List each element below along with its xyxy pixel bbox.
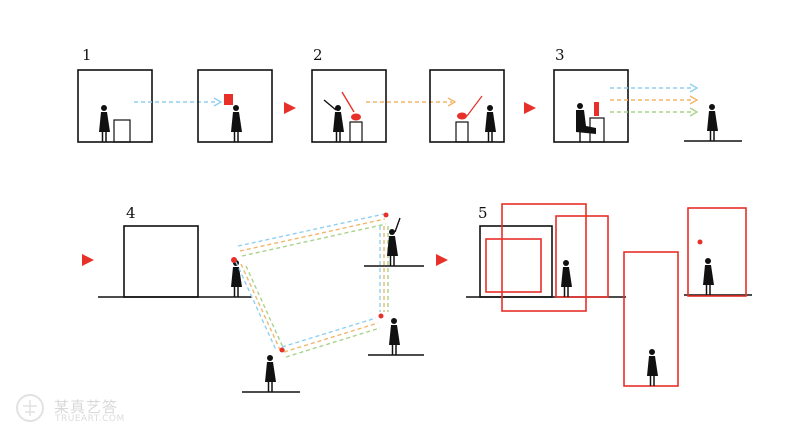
watermark-subtext: TRUEART.COM <box>55 414 125 424</box>
room-box <box>311 69 387 143</box>
letter-icon <box>224 94 233 105</box>
step-arrow <box>524 102 536 114</box>
red-frame <box>501 203 587 312</box>
phone-dot <box>279 347 285 353</box>
red-frame <box>485 238 542 293</box>
phone-icon <box>457 112 467 120</box>
panel-4 <box>98 212 424 393</box>
step-number-2: 2 <box>313 46 323 64</box>
room-box <box>77 69 153 143</box>
red-frame <box>687 207 747 297</box>
panel-5 <box>466 203 752 387</box>
desk <box>113 119 131 143</box>
watermark-text: 某真艺答 <box>54 398 119 416</box>
phone-icon <box>351 113 361 121</box>
phone-dot <box>383 212 389 218</box>
step-number-5: 5 <box>478 204 488 222</box>
step-number-3: 3 <box>555 46 565 64</box>
step-number-4: 4 <box>126 204 136 222</box>
phone-dot <box>697 239 703 245</box>
computer-screen <box>594 102 599 116</box>
step-arrow <box>436 254 448 266</box>
watermark-logo-icon <box>16 394 44 422</box>
step-arrow <box>82 254 94 266</box>
phone-dot <box>378 313 384 319</box>
room-box <box>479 225 553 298</box>
step-arrow <box>284 102 296 114</box>
network-lines <box>235 213 389 358</box>
phone-table <box>455 121 469 143</box>
phone-dot <box>231 257 237 263</box>
phone-table <box>349 121 363 143</box>
panel-2 <box>311 69 505 143</box>
phone-cord <box>341 91 355 113</box>
step-number-1: 1 <box>82 46 92 64</box>
panel-3 <box>553 69 742 143</box>
red-frame <box>555 215 609 298</box>
panel-1 <box>77 69 273 143</box>
room-box <box>123 225 199 298</box>
